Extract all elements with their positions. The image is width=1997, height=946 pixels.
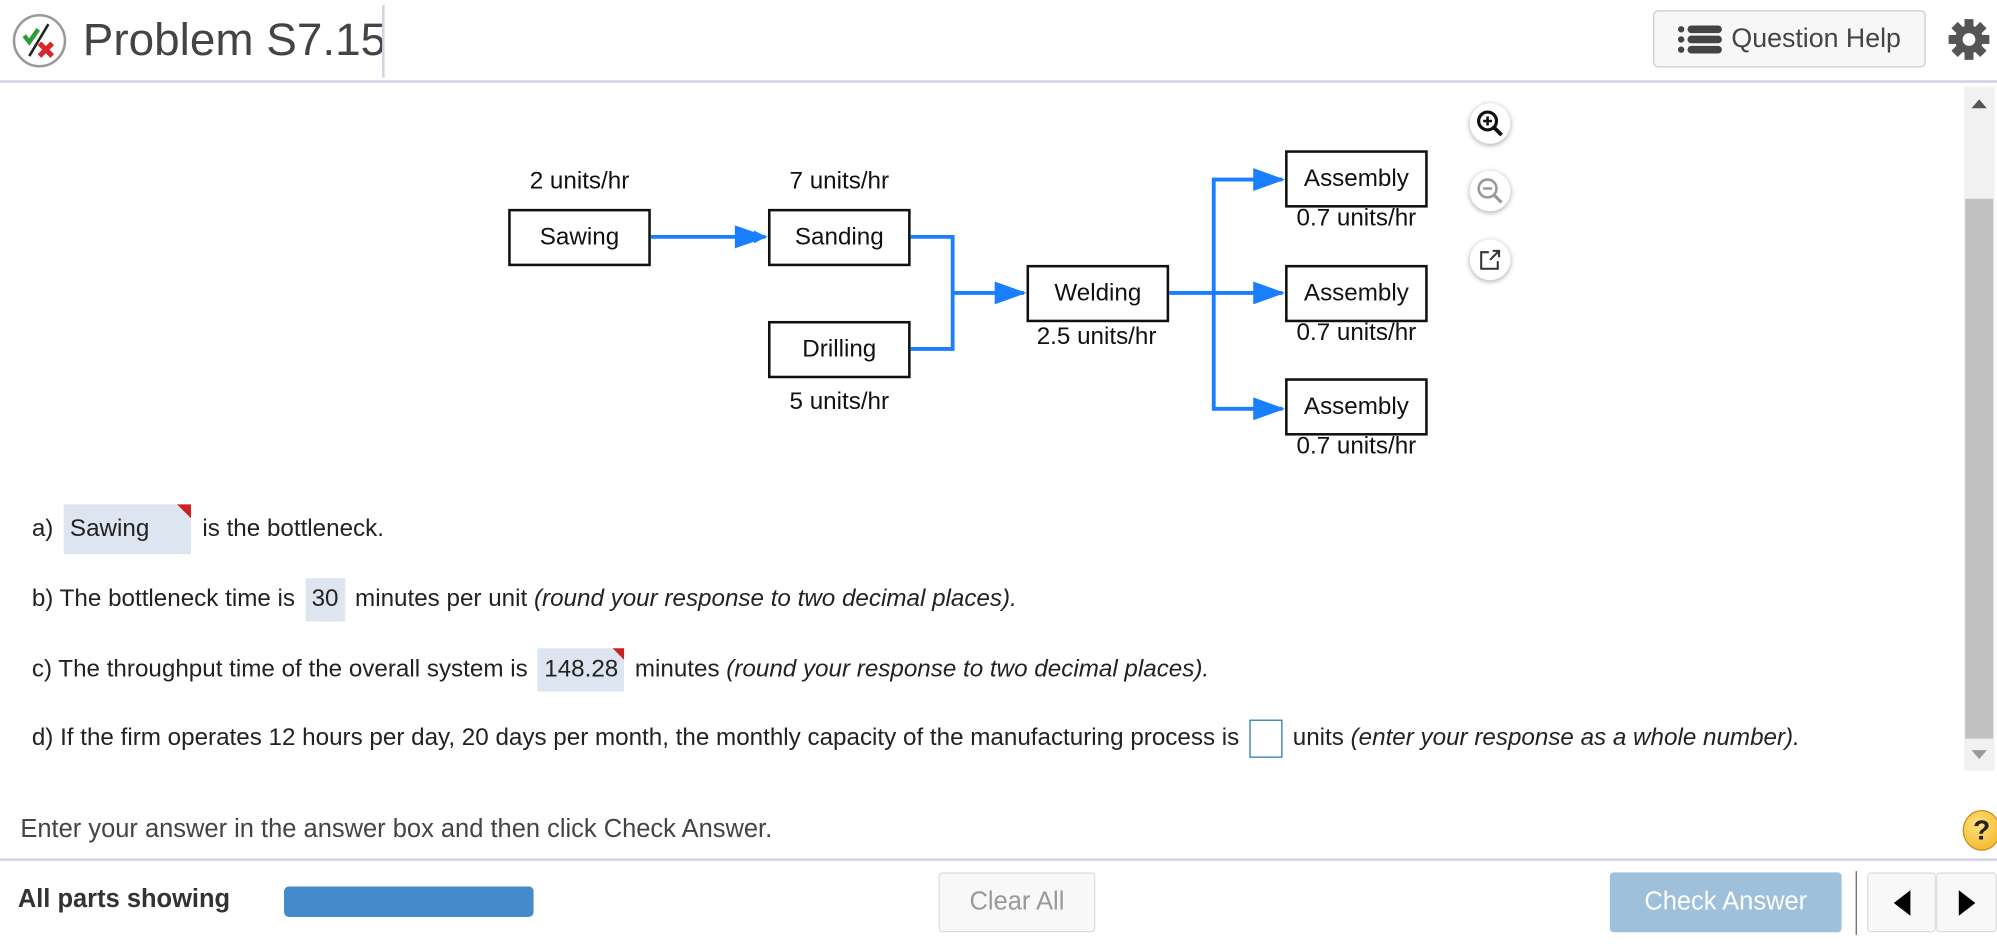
station-rate: 2.5 units/hr (1036, 323, 1157, 351)
question-d-hint: (enter your response as a whole number). (1350, 724, 1800, 752)
question-d: d) If the firm operates 12 hours per day… (31, 719, 1800, 758)
connector-sanding-drilling (910, 234, 955, 351)
list-icon (1678, 24, 1723, 53)
question-c-prefix: c) The throughput time of the overall sy… (31, 655, 528, 683)
question-a: a) Sawing is the bottleneck. (31, 504, 384, 555)
previous-arrow-icon (1893, 889, 1910, 916)
header-divider (382, 5, 385, 78)
parts-label: All parts showing (17, 885, 231, 914)
station-name: Welding (1054, 279, 1142, 307)
popout-button[interactable] (1469, 239, 1511, 281)
question-d-suffix: units (1292, 724, 1344, 752)
question-b: b) The bottleneck time is 30 minutes per… (31, 578, 1017, 622)
station-rate: 0.7 units/hr (1296, 433, 1417, 460)
question-d-prefix: d) If the firm operates 12 hours per day… (31, 724, 1240, 752)
question-c-suffix: minutes (634, 655, 720, 683)
station-box-welding: Welding (1026, 264, 1170, 323)
station-name: Drilling (802, 335, 877, 363)
station-rate: 7 units/hr (789, 168, 890, 195)
station-box-assembly: Assembly (1285, 264, 1428, 323)
incorrect-marker (613, 648, 625, 660)
zoom-in-button[interactable] (1469, 103, 1511, 144)
zoom-in-icon (1477, 110, 1503, 137)
help-icon[interactable]: ? (1962, 810, 1997, 851)
footer-divider (0, 858, 1997, 861)
check-answer-button[interactable]: Check Answer (1609, 872, 1842, 933)
scroll-down-arrow[interactable] (1971, 750, 1987, 760)
answer-b-input[interactable]: 30 (305, 578, 345, 622)
question-b-hint: (round your response to two decimal plac… (533, 585, 1017, 613)
station-rate: 2 units/hr (529, 168, 630, 195)
header-divider-line (0, 80, 1997, 83)
station-rate: 0.7 units/hr (1296, 205, 1417, 232)
question-help-label: Question Help (1731, 23, 1901, 53)
answer-c-value: 148.28 (544, 655, 619, 683)
answer-d-input[interactable] (1249, 719, 1283, 758)
answer-b-value: 30 (311, 585, 339, 613)
station-name: Assembly (1303, 279, 1409, 307)
answer-c-input[interactable]: 148.28 (537, 648, 625, 692)
external-link-icon (1480, 249, 1501, 270)
connector-assembly-split (1211, 177, 1283, 411)
question-b-suffix: minutes per unit (355, 585, 528, 613)
station-name: Assembly (1303, 392, 1409, 420)
zoom-out-button[interactable] (1469, 170, 1511, 212)
question-a-suffix: is the bottleneck. (202, 515, 384, 542)
station-rate: 5 units/hr (789, 388, 890, 416)
question-c: c) The throughput time of the overall sy… (31, 648, 1210, 692)
station-box-sawing: Sawing (508, 208, 651, 267)
station-rate: 0.7 units/hr (1296, 319, 1417, 347)
question-a-prefix: a) (31, 515, 54, 542)
scrollbar-thumb[interactable] (1965, 198, 1994, 739)
instruction-text: Enter your answer in the answer box and … (20, 815, 773, 844)
station-name: Sawing (539, 223, 620, 251)
station-box-drilling: Drilling (767, 320, 911, 379)
nav-divider (1855, 871, 1857, 935)
scroll-up-arrow[interactable] (1971, 99, 1987, 109)
next-button[interactable] (1935, 872, 1997, 933)
station-box-assembly: Assembly (1285, 378, 1428, 436)
gear-icon[interactable] (1947, 18, 1990, 61)
station-box-assembly: Assembly (1285, 150, 1428, 208)
station-box-sanding: Sanding (767, 208, 911, 267)
question-b-prefix: b) The bottleneck time is (31, 585, 296, 613)
progress-track (284, 886, 534, 917)
previous-button[interactable] (1867, 872, 1936, 933)
station-name: Sanding (794, 223, 884, 251)
status-icon (11, 13, 67, 69)
incorrect-marker (176, 504, 191, 519)
next-arrow-icon (1958, 889, 1975, 916)
station-name: Assembly (1303, 164, 1409, 192)
answer-a-value: Sawing (69, 515, 150, 542)
answer-a-dropdown[interactable]: Sawing (63, 504, 191, 555)
progress-fill (284, 886, 534, 917)
process-diagram (650, 168, 1286, 421)
question-help-button[interactable]: Question Help (1653, 10, 1926, 68)
zoom-out-icon (1477, 178, 1503, 204)
page-title: Problem S7.15 (82, 12, 387, 65)
clear-all-button[interactable]: Clear All (938, 872, 1096, 933)
question-c-hint: (round your response to two decimal plac… (726, 655, 1210, 683)
